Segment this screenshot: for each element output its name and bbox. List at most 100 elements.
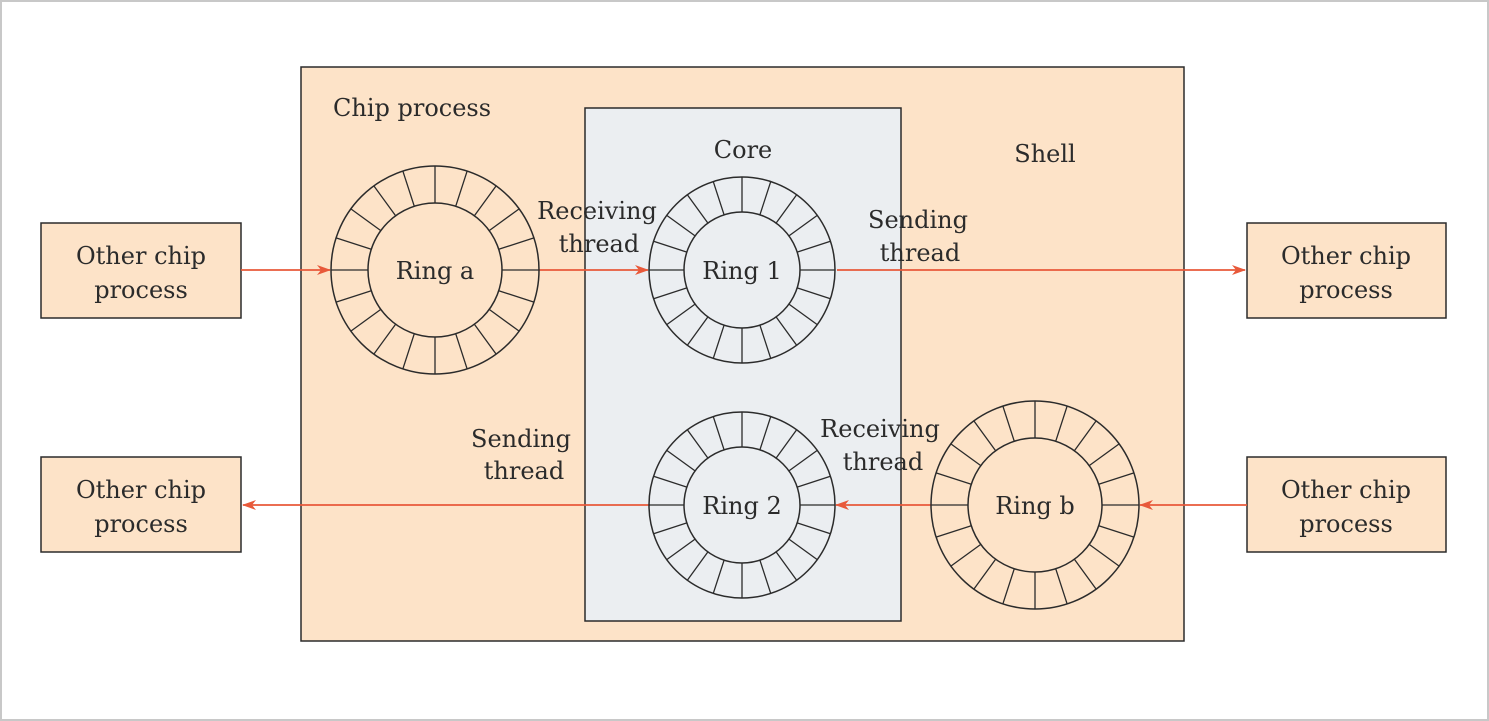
ring-slot-divider (686, 316, 709, 346)
ring-1-label: Ring 1 (702, 257, 781, 285)
ring-slot-divider (653, 287, 688, 300)
ring-slot-divider (759, 181, 772, 216)
ring-slot-divider (1055, 568, 1068, 605)
svg-text:thread: thread (880, 239, 960, 267)
svg-text:Sending: Sending (868, 206, 968, 234)
ring-slot-divider (973, 558, 997, 590)
external-box-bottom-right: Other chip process (1246, 456, 1447, 553)
svg-text:Receiving: Receiving (537, 197, 657, 225)
ring-slot-divider (498, 290, 535, 303)
ring-slot-divider (759, 559, 772, 594)
ring-slot-divider (712, 324, 725, 359)
svg-text:Other chip: Other chip (76, 242, 206, 270)
svg-text:Other chip: Other chip (76, 476, 206, 504)
ring-slot-divider (950, 443, 982, 467)
svg-text:process: process (94, 510, 188, 538)
ring-slot-divider (335, 237, 372, 250)
svg-text:Other chip: Other chip (1281, 242, 1411, 270)
ring-slot-divider (712, 416, 725, 451)
ring-slot-divider (350, 208, 382, 232)
receiving-thread-top-label: Receiving thread (537, 197, 657, 258)
ring-buffer-2: Ring 2 (648, 411, 836, 599)
svg-text:process: process (94, 276, 188, 304)
chip-process-label: Chip process (333, 94, 491, 122)
ring-slot-divider (796, 522, 831, 535)
ring-slot-divider (1088, 443, 1120, 467)
ring-slot-divider (488, 208, 520, 232)
svg-text:Other chip: Other chip (1281, 476, 1411, 504)
ring-slot-divider (1098, 472, 1135, 485)
ring-slot-divider (1002, 568, 1015, 605)
svg-text:thread: thread (484, 457, 564, 485)
external-box-top-right: Other chip process (1246, 222, 1447, 319)
ring-slot-divider (653, 475, 688, 488)
ring-slot-divider (788, 214, 818, 237)
svg-text:thread: thread (559, 230, 639, 258)
ring-a-label: Ring a (396, 257, 475, 285)
ring-slot-divider (666, 538, 696, 561)
core-label: Core (714, 136, 773, 164)
ring-slot-divider (935, 525, 972, 538)
ring-slot-divider (1073, 558, 1097, 590)
ring-buffer-b: Ring b (930, 400, 1140, 610)
ring-slot-divider (775, 194, 798, 224)
ring-slot-divider (950, 543, 982, 567)
ring-slot-divider (973, 420, 997, 452)
ring-buffer-a: Ring a (330, 165, 540, 375)
ring-slot-divider (1002, 405, 1015, 442)
ring-slot-divider (455, 170, 468, 207)
svg-text:process: process (1299, 276, 1393, 304)
ring-2-label: Ring 2 (702, 492, 781, 520)
ring-slot-divider (666, 214, 696, 237)
ring-slot-divider (666, 449, 696, 472)
ring-slot-divider (759, 324, 772, 359)
ring-slot-divider (498, 237, 535, 250)
ring-slot-divider (788, 449, 818, 472)
ring-slot-divider (666, 303, 696, 326)
ring-slot-divider (796, 240, 831, 253)
ring-slot-divider (1073, 420, 1097, 452)
ring-slot-divider (759, 416, 772, 451)
ring-slot-divider (350, 308, 382, 332)
ring-slot-divider (1088, 543, 1120, 567)
sending-thread-top-label: Sending thread (868, 206, 968, 267)
ring-slot-divider (796, 287, 831, 300)
ring-slot-divider (653, 240, 688, 253)
core-box (584, 107, 902, 622)
ring-slot-divider (775, 316, 798, 346)
receiving-thread-bottom-label: Receiving thread (820, 415, 940, 476)
sending-thread-bottom-label: Sending thread (471, 425, 571, 485)
ring-slot-divider (712, 559, 725, 594)
ring-slot-divider (775, 429, 798, 459)
ring-slot-divider (653, 522, 688, 535)
ring-slot-divider (686, 551, 709, 581)
ring-slot-divider (373, 185, 397, 217)
svg-text:process: process (1299, 510, 1393, 538)
ring-slot-divider (473, 323, 497, 355)
shell-label: Shell (1014, 140, 1075, 168)
ring-slot-divider (935, 472, 972, 485)
ring-b-label: Ring b (995, 492, 1075, 520)
ring-slot-divider (335, 290, 372, 303)
ring-buffer-1: Ring 1 (648, 176, 836, 364)
ring-slot-divider (1055, 405, 1068, 442)
svg-text:Sending: Sending (471, 425, 571, 453)
external-box-bottom-left: Other chip process (40, 456, 242, 553)
ring-slot-divider (1098, 525, 1135, 538)
svg-text:thread: thread (843, 448, 923, 476)
ring-slot-divider (473, 185, 497, 217)
ring-slot-divider (455, 333, 468, 370)
ring-slot-divider (402, 170, 415, 207)
svg-text:Receiving: Receiving (820, 415, 940, 443)
ring-slot-divider (788, 538, 818, 561)
ring-slot-divider (788, 303, 818, 326)
ring-slot-divider (402, 333, 415, 370)
ring-slot-divider (373, 323, 397, 355)
ring-slot-divider (775, 551, 798, 581)
ring-slot-divider (712, 181, 725, 216)
ring-slot-divider (686, 429, 709, 459)
ring-slot-divider (686, 194, 709, 224)
ring-slot-divider (488, 308, 520, 332)
